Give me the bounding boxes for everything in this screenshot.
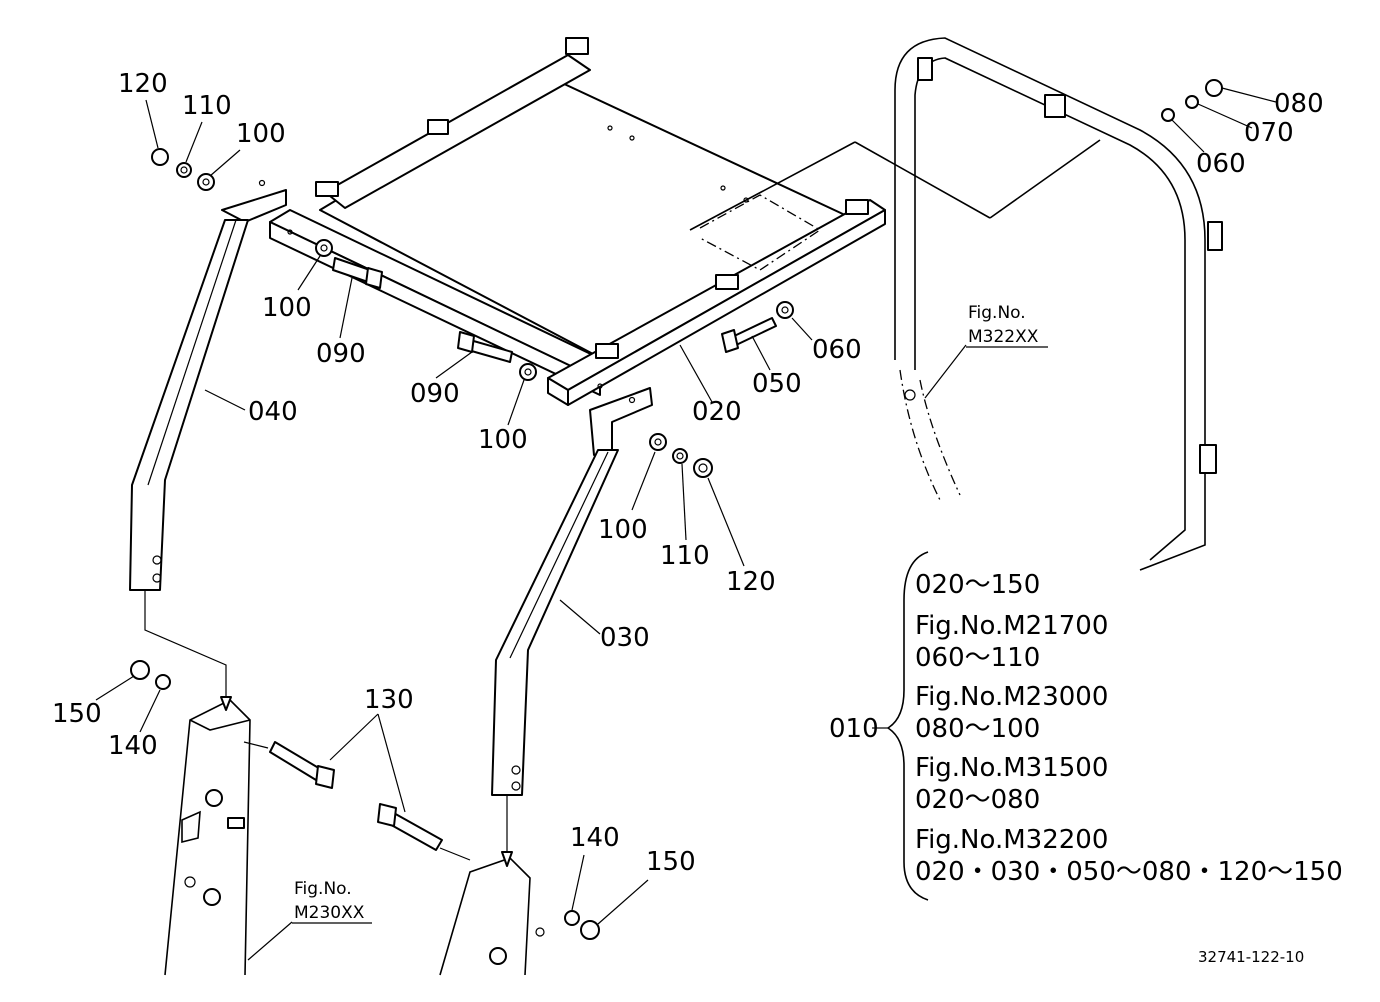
ref-row-2: Fig.No.M21700 <box>915 611 1108 641</box>
fasteners <box>130 79 1223 940</box>
bolt-130-lower <box>377 803 443 851</box>
part-label-090: 090 <box>316 339 366 369</box>
ref-row-6: Fig.No.M31500 <box>915 753 1108 783</box>
ref-row-4: Fig.No.M23000 <box>915 682 1108 712</box>
part-label-110: 110 <box>660 541 710 571</box>
bolt-130-upper <box>269 741 335 789</box>
reference-list: 010 020～150 Fig.No.M21700 060～110 Fig.No… <box>829 551 1343 901</box>
part-label-030: 030 <box>600 623 650 653</box>
ref-row-8: Fig.No.M32200 <box>915 825 1108 855</box>
fig-ref-m230-label: Fig.No. <box>294 879 352 899</box>
ref-row-9: 020・030・050～080・120～150 <box>915 857 1343 887</box>
part-label-150: 150 <box>52 699 102 729</box>
ref-row-7: 020～080 <box>915 785 1040 815</box>
part-label-020: 020 <box>692 397 742 427</box>
part-label-100: 100 <box>478 425 528 455</box>
fig-ref-m322-number: M322XX <box>968 327 1039 347</box>
fig-ref-m230: Fig.No. M230XX <box>292 879 372 924</box>
bolt-090-left <box>332 257 383 289</box>
fig-ref-m322-label: Fig.No. <box>968 303 1026 323</box>
lower-mount-right <box>439 857 545 976</box>
part-label-060: 060 <box>1196 149 1246 179</box>
part-labels: 120 110 100 100 090 090 100 040 020 050 … <box>52 69 1324 877</box>
ref-row-1: 020～150 <box>915 570 1040 600</box>
part-label-050: 050 <box>752 369 802 399</box>
leader-lines <box>95 87 1277 961</box>
part-label-100: 100 <box>236 119 286 149</box>
part-label-140: 140 <box>108 731 158 761</box>
rops-frame-reference <box>689 37 1223 571</box>
part-label-100: 100 <box>262 293 312 323</box>
part-label-040: 040 <box>248 397 298 427</box>
roof-frame-020 <box>269 37 886 406</box>
part-label-090: 090 <box>410 379 460 409</box>
fig-ref-m230-number: M230XX <box>294 903 365 923</box>
bolt-090-center <box>457 331 513 363</box>
document-number: 32741-122-10 <box>1198 948 1304 966</box>
part-label-130: 130 <box>364 685 414 715</box>
part-label-120: 120 <box>726 567 776 597</box>
part-label-010: 010 <box>829 714 879 744</box>
fig-ref-m322: Fig.No. M322XX <box>966 303 1048 348</box>
part-label-110: 110 <box>182 91 232 121</box>
lower-mount-left <box>164 699 251 976</box>
part-label-060: 060 <box>812 335 862 365</box>
assembly-guides <box>144 590 513 867</box>
bolt-050 <box>721 317 777 353</box>
part-label-150: 150 <box>646 847 696 877</box>
pillar-030 <box>491 387 653 796</box>
part-label-100: 100 <box>598 515 648 545</box>
part-label-080: 080 <box>1274 89 1324 119</box>
pillar-040 <box>129 179 287 591</box>
ref-row-5: 080～100 <box>915 714 1040 744</box>
part-label-140: 140 <box>570 823 620 853</box>
part-label-070: 070 <box>1244 118 1294 148</box>
part-label-120: 120 <box>118 69 168 99</box>
ref-row-3: 060～110 <box>915 643 1040 673</box>
